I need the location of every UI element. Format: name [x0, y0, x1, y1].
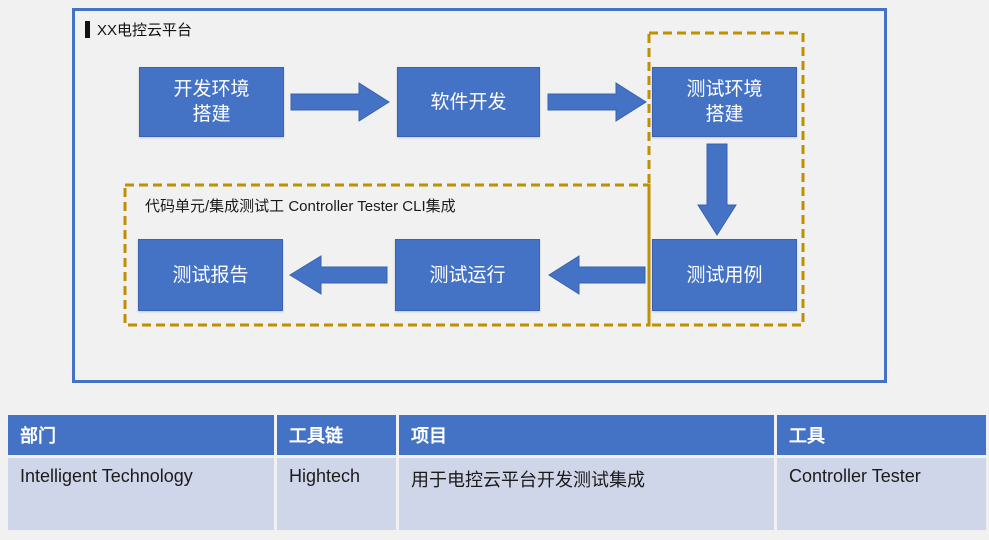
arrow-dev-to-software-icon [290, 82, 390, 122]
flow-step-test-report: 测试报告 [138, 239, 283, 311]
flow-step-test-env-setup: 测试环境 搭建 [652, 67, 797, 137]
dashed-group-test-env [647, 31, 805, 327]
table-cell-toolchain: Hightech [277, 458, 396, 530]
arrow-software-to-testenv-icon [547, 82, 647, 122]
flow-step-test-case: 测试用例 [652, 239, 797, 311]
table-header-toolchain: 工具链 [277, 415, 396, 455]
flow-step-label: 测试环境 [686, 79, 763, 100]
flow-step-label: 测试报告 [172, 264, 249, 286]
arrow-testenv-to-testcase-icon [697, 143, 737, 236]
ci-group-label: 代码单元/集成测试工 Controller Tester CLI集成 [145, 198, 456, 215]
flow-step-software-dev: 软件开发 [397, 67, 540, 137]
flow-step-label: 测试运行 [429, 264, 506, 286]
flow-step-label: 搭建 [705, 104, 744, 125]
table-header-department: 部门 [8, 415, 274, 455]
flow-step-label: 搭建 [192, 104, 231, 125]
table-header-project: 项目 [399, 415, 774, 455]
flow-step-dev-env-setup: 开发环境 搭建 [139, 67, 284, 137]
panel-title-text: XX电控云平台 [97, 22, 193, 39]
table-cell-tool: Controller Tester [777, 458, 986, 530]
title-accent-bar [85, 21, 90, 38]
flow-step-test-run: 测试运行 [395, 239, 540, 311]
flow-step-label: 开发环境 [173, 79, 250, 100]
flow-step-label: 测试用例 [686, 264, 763, 286]
arrow-testrun-to-testreport-icon [289, 255, 388, 295]
table-cell-project: 用于电控云平台开发测试集成 [399, 458, 774, 530]
panel-title: XX电控云平台 [85, 19, 192, 40]
flow-step-label: 软件开发 [430, 91, 507, 113]
table-header-tool: 工具 [777, 415, 986, 455]
diagram-panel: XX电控云平台 代码单元/集成测试工 Controller Tester CLI… [72, 8, 887, 383]
table-cell-department: Intelligent Technology [8, 458, 274, 530]
flow-connectors-layer [123, 31, 805, 327]
dashed-group-ci-integration [123, 183, 651, 327]
info-table: 部门 工具链 项目 工具 Intelligent Technology High… [8, 415, 986, 530]
arrow-testcase-to-testrun-icon [548, 255, 646, 295]
